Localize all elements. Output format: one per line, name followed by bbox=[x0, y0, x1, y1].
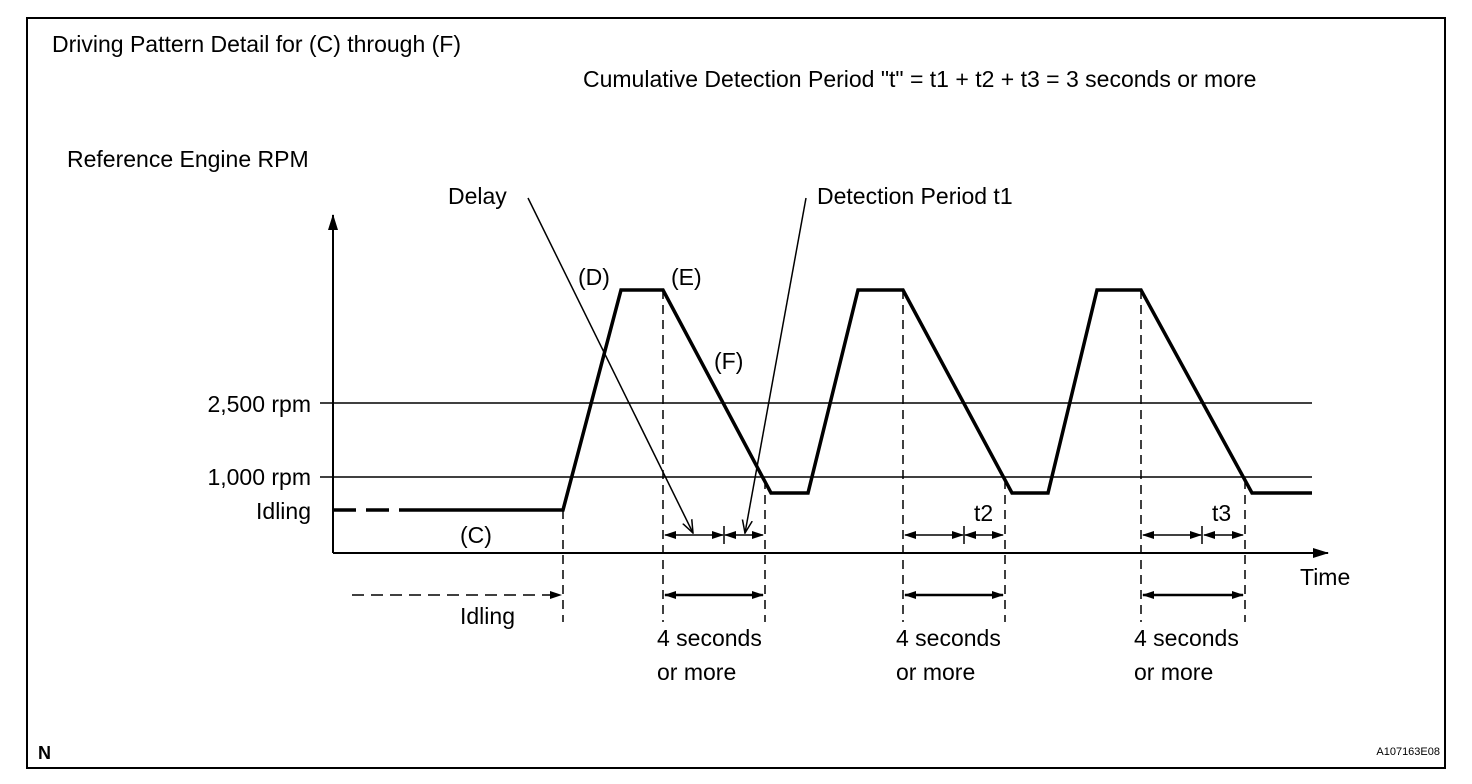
delay-callout: Delay bbox=[448, 183, 507, 209]
phase-label-c: (C) bbox=[460, 522, 492, 548]
interval-label-3-line2: or more bbox=[1134, 659, 1213, 685]
detection-formula: Cumulative Detection Period "t" = t1 + t… bbox=[583, 66, 1256, 92]
rpm-trace bbox=[412, 288, 1312, 512]
detection-period-callout: Detection Period t1 bbox=[817, 183, 1013, 209]
interval-label-1-line2: or more bbox=[657, 659, 736, 685]
level-label-2500: 2,500 rpm bbox=[207, 391, 311, 417]
phase-label-d: (D) bbox=[578, 264, 610, 290]
phase-label-f: (F) bbox=[714, 348, 743, 374]
phase-label-e: (E) bbox=[671, 264, 702, 290]
delay-leader-line bbox=[527, 197, 693, 533]
diagram-frame bbox=[26, 17, 1446, 769]
cycle3-detection-arrows bbox=[1142, 526, 1244, 544]
x-axis-label: Time bbox=[1300, 564, 1350, 590]
t2-label: t2 bbox=[974, 500, 993, 526]
cycle1-detection-arrows bbox=[664, 526, 764, 544]
t3-label: t3 bbox=[1212, 500, 1231, 526]
level-label-idling: Idling bbox=[256, 498, 311, 524]
interval-label-1-line1: 4 seconds bbox=[657, 625, 762, 651]
figure-code: A107163E08 bbox=[1376, 746, 1440, 758]
interval-label-3-line1: 4 seconds bbox=[1134, 625, 1239, 651]
diagram-title: Driving Pattern Detail for (C) through (… bbox=[52, 31, 461, 57]
dashed-guides bbox=[562, 290, 1246, 622]
cycle2-detection-arrows bbox=[904, 526, 1004, 544]
interval-label-2-line2: or more bbox=[896, 659, 975, 685]
detection-leader-line bbox=[745, 197, 807, 533]
corner-mark: N bbox=[38, 743, 51, 763]
interval-label-2-line1: 4 seconds bbox=[896, 625, 1001, 651]
y-axis-label: Reference Engine RPM bbox=[67, 146, 309, 172]
level-label-1000: 1,000 rpm bbox=[207, 464, 311, 490]
idling-span-label: Idling bbox=[460, 603, 515, 629]
